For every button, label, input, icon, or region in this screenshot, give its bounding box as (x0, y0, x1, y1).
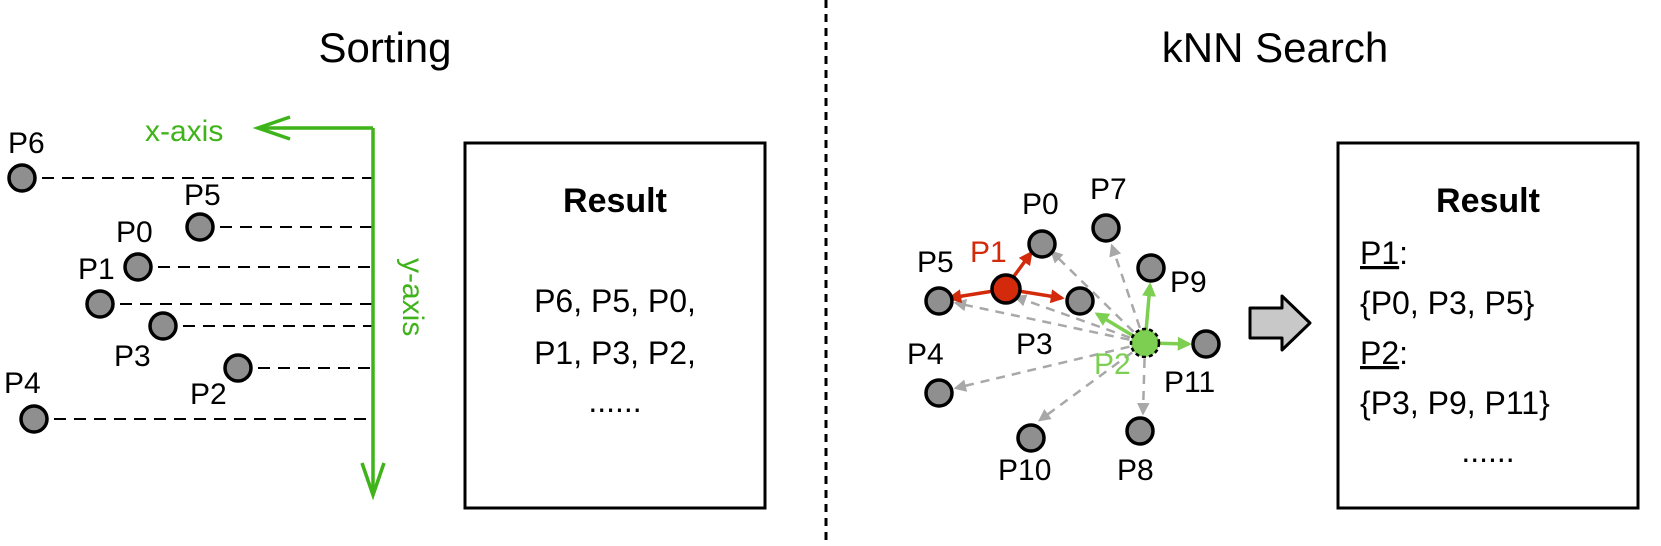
knn-label-p1: P1 (970, 236, 1007, 269)
arrow-p2-p7 (1109, 243, 1147, 344)
label-p4: P4 (4, 367, 41, 400)
sorting-title: Sorting (318, 24, 451, 71)
arrow-p2-p0 (1050, 250, 1146, 344)
knn-points (924, 213, 1221, 453)
point-p0 (123, 252, 153, 282)
knn-result-query1: P1: (1360, 235, 1408, 271)
x-axis-arrowhead (252, 115, 291, 141)
arrow-p2-p4 (953, 341, 1146, 392)
knn-panel: kNN Search (907, 24, 1640, 510)
knn-label-p7: P7 (1090, 173, 1127, 206)
knn-label-p3: P3 (1016, 328, 1053, 361)
knn-distance-arrows (953, 243, 1150, 422)
knn-point-labels: P0 P7 P5 P1 P9 P3 P2 P11 P4 P10 P8 (907, 173, 1215, 487)
knn-point-p11 (1191, 329, 1221, 359)
y-axis-label: y-axis (396, 258, 429, 336)
sorting-result-line2: P1, P3, P2, (534, 335, 696, 371)
y-axis-arrowhead (360, 462, 386, 501)
label-p5: P5 (184, 179, 221, 212)
point-p2 (223, 353, 253, 383)
knn-title: kNN Search (1162, 24, 1388, 71)
knn-result-query1-neighbors: {P0, P3, P5} (1360, 285, 1535, 321)
knn-label-p2: P2 (1094, 348, 1131, 381)
point-p5 (185, 212, 215, 242)
sorting-panel: Sorting x-axis y-axis (4, 24, 767, 510)
knn-label-p8: P8 (1117, 454, 1154, 487)
knn-label-p5: P5 (917, 246, 954, 279)
arrow-p2-p5 (953, 298, 1146, 345)
knn-result-title: Result (1436, 182, 1540, 220)
knn-result-query2: P2: (1360, 335, 1408, 371)
label-p1: P1 (78, 253, 115, 286)
sorting-points (7, 163, 253, 434)
knn-result-query2-neighbors: {P3, P9, P11} (1360, 385, 1550, 421)
arrow-p2-p1 (1013, 294, 1146, 345)
point-p3 (148, 311, 178, 341)
knn-point-p10 (1016, 423, 1046, 453)
knn-point-p3 (1065, 286, 1095, 316)
knn-result-border (1336, 141, 1640, 510)
knn-query-point-p1 (990, 273, 1022, 305)
knn-label-p11: P11 (1164, 366, 1215, 399)
knn-point-p8 (1125, 416, 1155, 446)
label-p2: P2 (190, 378, 227, 411)
point-p6 (7, 163, 37, 193)
knn-label-p10: P10 (998, 454, 1051, 487)
sorting-result-title: Result (563, 182, 667, 220)
knn-point-p5 (924, 286, 954, 316)
knn-result-ellipsis: ...... (1461, 433, 1514, 469)
label-p0: P0 (116, 216, 153, 249)
arrow-p2-p8 (1137, 342, 1150, 416)
knn-label-p4: P4 (907, 338, 944, 371)
knn-result-box: Result P1: {P0, P3, P5} P2: {P3, P9, P11… (1336, 141, 1640, 510)
knn-point-p0 (1027, 229, 1057, 259)
sorting-axes: x-axis y-axis (145, 115, 429, 501)
sorting-result-border (463, 141, 767, 510)
knn-label-p9: P9 (1170, 266, 1207, 299)
knn-query-point-p2 (1129, 327, 1161, 359)
sorting-point-labels: P6 P5 P0 P1 P3 P2 P4 (4, 127, 227, 411)
knn-point-p9 (1136, 253, 1166, 283)
point-p1 (85, 289, 115, 319)
x-axis-label: x-axis (145, 115, 223, 148)
knn-point-p4 (924, 378, 954, 408)
knn-label-p0: P0 (1022, 188, 1059, 221)
label-p3: P3 (114, 340, 151, 373)
label-p6: P6 (8, 127, 45, 160)
knn-point-p7 (1091, 213, 1121, 243)
result-arrow-icon (1248, 294, 1312, 352)
arrow-p2-p10 (1037, 341, 1146, 422)
sorting-result-box: Result P6, P5, P0, P1, P3, P2, ...... (463, 141, 767, 510)
sorting-result-line1: P6, P5, P0, (534, 283, 696, 319)
projection-lines (22, 177, 373, 420)
sorting-result-ellipsis: ...... (588, 383, 641, 419)
point-p4 (19, 404, 49, 434)
